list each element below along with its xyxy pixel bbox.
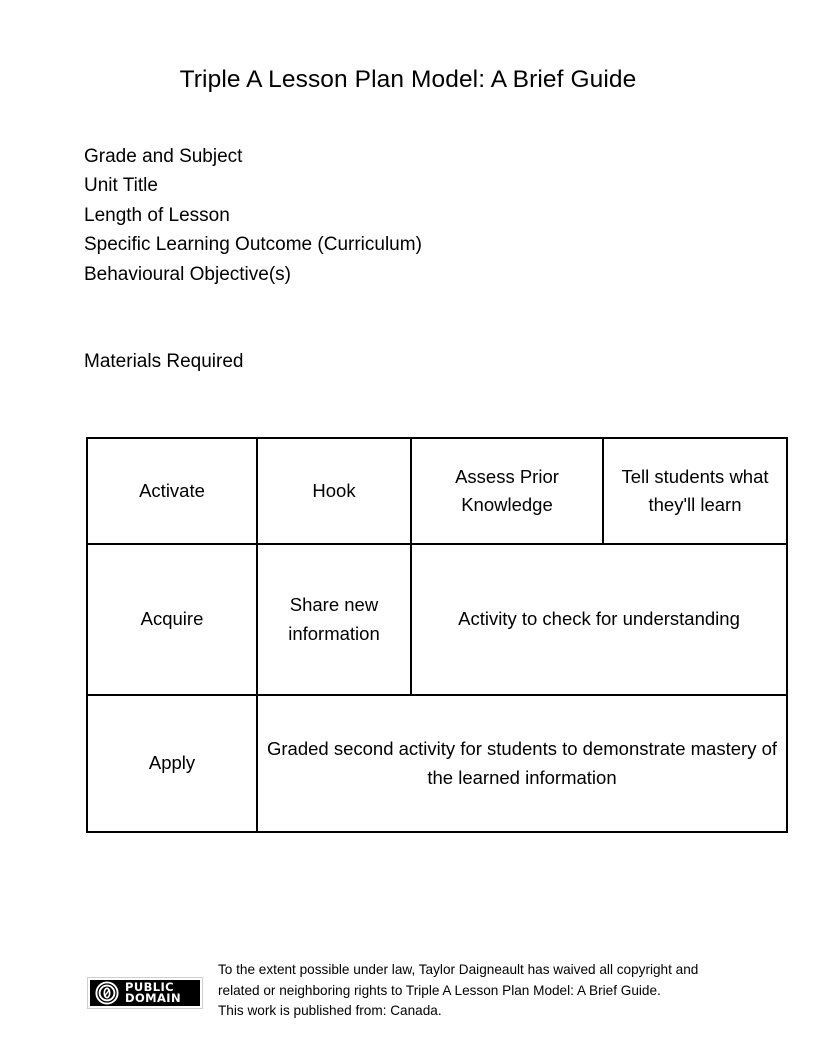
badge-line-domain: DOMAIN [125,991,181,1005]
public-domain-badge[interactable]: PUBLIC DOMAIN [87,977,203,1009]
stage-label-acquire: Acquire [86,543,258,696]
cell-hook: Hook [256,437,412,545]
page-title: Triple A Lesson Plan Model: A Brief Guid… [179,66,637,94]
stage-label-apply: Apply [86,694,258,833]
cell-activity-to-check-for-understanding: Activity to check for understanding [410,543,788,696]
cell-graded-second-activity: Graded second activity for students to d… [256,694,788,833]
table-row-apply: Apply Graded second activity for student… [86,694,788,833]
waiver-line-2: related or neighboring rights to Triple … [218,982,661,998]
cell-share-new-information: Share new information [256,543,412,696]
table-row-activate: Activate Hook Assess Prior Knowledge Tel… [86,437,788,545]
cell-tell-students-what-theyll-learn: Tell students what they'll learn [602,437,788,545]
field-grade-and-subject: Grade and Subject [84,146,243,167]
field-materials-required: Materials Required [84,351,244,372]
field-length-of-lesson: Length of Lesson [84,204,230,226]
table-row-acquire: Acquire Share new information Activity t… [86,543,788,696]
triple-a-table: Activate Hook Assess Prior Knowledge Tel… [86,437,788,833]
stage-label-activate: Activate [86,437,258,545]
waiver-line-1: To the extent possible under law, Taylor… [218,962,699,977]
waiver-line-3: This work is published from: Canada. [218,1003,442,1018]
badge-wordmark: PUBLIC DOMAIN [125,979,181,1005]
badge-line-public: PUBLIC [125,979,174,994]
copyright-waiver-text: To the extent possible under law, Taylor… [218,960,748,1022]
field-unit-title: Unit Title [84,175,158,197]
lesson-fields-list: Grade and Subject Unit Title Length of L… [84,142,684,289]
cell-assess-prior-knowledge: Assess Prior Knowledge [410,437,604,545]
field-behavioural-objectives: Behavioural Objective(s) [84,263,291,285]
cc-zero-icon [95,981,119,1005]
field-specific-learning-outcome: Specific Learning Outcome (Curriculum) [84,234,422,256]
